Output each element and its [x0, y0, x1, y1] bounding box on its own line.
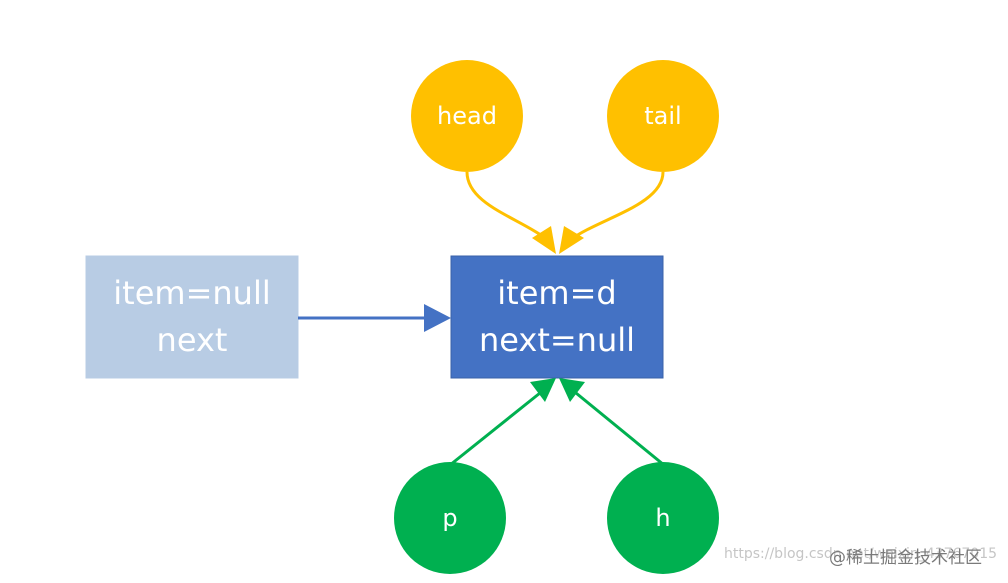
- tail-pointer-arrowhead: [559, 226, 584, 254]
- p-pointer-label: p: [442, 504, 457, 532]
- h-pointer-arrow: [575, 391, 665, 467]
- csdn-url-watermark: https://blog.csdn.net/weixin_43767015: [724, 546, 998, 562]
- head-pointer-label: head: [437, 102, 497, 130]
- current-node-next-label: next=null: [479, 321, 635, 359]
- old-node-next-label: next: [157, 321, 228, 359]
- head-pointer-arrowhead: [532, 226, 556, 254]
- h-pointer-arrowhead: [559, 378, 585, 402]
- head-pointer-circle: [411, 60, 523, 172]
- current-node-item-label: item=d: [497, 274, 616, 312]
- p-pointer-arrowhead: [530, 378, 556, 402]
- h-pointer-circle: [607, 462, 719, 574]
- current-node-box: [450, 255, 664, 379]
- old-node-box: [85, 255, 299, 379]
- old-node-item-label: item=null: [113, 274, 270, 312]
- next-link-arrowhead: [424, 304, 451, 332]
- p-pointer-arrow: [449, 391, 541, 467]
- tail-pointer-arrow: [569, 171, 665, 242]
- juejin-watermark: @稀土掘金技术社区: [829, 548, 982, 568]
- tail-pointer-label: tail: [644, 102, 681, 130]
- h-pointer-label: h: [655, 504, 670, 532]
- head-pointer-arrow: [465, 171, 549, 242]
- tail-pointer-circle: [607, 60, 719, 172]
- p-pointer-circle: [394, 462, 506, 574]
